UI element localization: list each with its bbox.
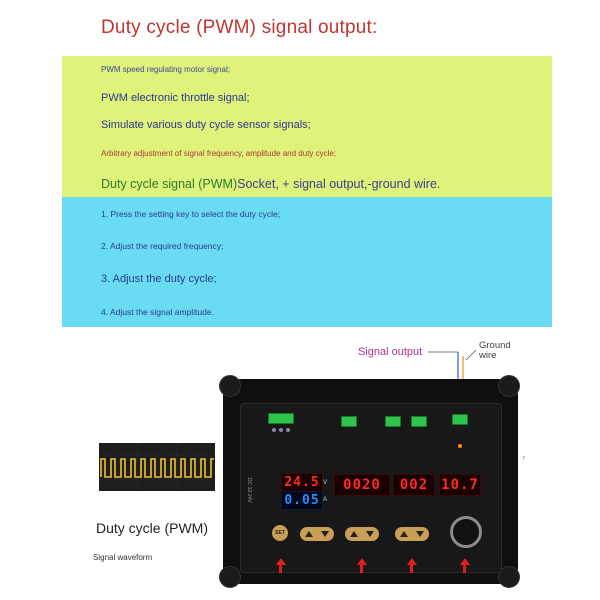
ground-wire-label-line1: Ground — [479, 340, 511, 351]
terminal-block[interactable] — [385, 416, 401, 427]
duty-cycle-display: 002 — [393, 474, 435, 496]
pointer-arrow-stem — [279, 565, 282, 573]
pointer-arrow-icon — [407, 558, 417, 565]
signal-waveform-image — [99, 443, 215, 491]
pointer-arrow-icon — [276, 558, 286, 565]
input-voltage-label: DC 12-24V — [246, 478, 252, 503]
pointer-arrow-stem — [360, 565, 363, 573]
signal-waveform-label: Signal waveform — [93, 553, 153, 562]
duty-up-down-buttons[interactable] — [395, 527, 429, 541]
up-arrow-icon — [305, 531, 313, 537]
device-corner-bumper — [219, 566, 241, 588]
down-arrow-icon — [416, 531, 424, 537]
up-arrow-icon — [400, 531, 408, 537]
terminal-block[interactable] — [268, 413, 294, 424]
duty-cycle-label: Duty cycle (PWM) — [96, 520, 208, 536]
signal-output-label: Signal output — [358, 346, 423, 358]
waveform-graphic — [99, 443, 215, 491]
down-arrow-icon — [366, 531, 374, 537]
features-panel — [62, 56, 552, 197]
pointer-arrow-icon — [460, 558, 470, 565]
pointer-arrow-stem — [463, 565, 466, 573]
frequency-display: 0020 — [334, 474, 390, 496]
step-line: 4. Adjust the signal amplitude. — [101, 307, 214, 317]
feature-line: Arbitrary adjustment of signal frequency… — [101, 149, 337, 158]
pwm-square-wave — [100, 458, 214, 478]
current-display: 0.05 — [281, 491, 323, 510]
feature-line: Simulate various duty cycle sensor signa… — [101, 119, 311, 131]
pointer-arrow-stem — [410, 565, 413, 573]
device-corner-bumper — [498, 566, 520, 588]
stray-mark: r — [523, 455, 526, 462]
step-line: 1. Press the setting key to select the d… — [101, 209, 281, 219]
down-arrow-icon — [321, 531, 329, 537]
voltage-display: 24.5 — [281, 473, 323, 492]
feature-line: PWM speed regulating motor signal; — [101, 65, 230, 74]
socket-line-prefix: Duty cycle signal (PWM) — [101, 177, 238, 191]
steps-panel — [62, 197, 552, 327]
step-line: 3. Adjust the duty cycle; — [101, 273, 217, 285]
step-line: 2. Adjust the required frequency; — [101, 241, 224, 251]
terminal-screw — [272, 428, 276, 432]
pointer-arrow-icon — [357, 558, 367, 565]
terminal-block[interactable] — [411, 416, 427, 427]
voltage-unit: V — [323, 480, 328, 486]
socket-line-suffix: Socket, + signal output,-ground wire. — [237, 177, 441, 191]
terminal-screw — [279, 428, 283, 432]
amplitude-knob[interactable] — [450, 516, 482, 548]
device-corner-bumper — [498, 375, 520, 397]
amplitude-display: 10.7 — [439, 474, 481, 496]
page-title: Duty cycle (PWM) signal output: — [101, 17, 378, 38]
set-button[interactable]: SET — [272, 525, 288, 541]
frequency-up-down-buttons[interactable] — [345, 527, 379, 541]
terminal-block[interactable] — [341, 416, 357, 427]
up-arrow-icon — [350, 531, 358, 537]
feature-line: PWM electronic throttle signal; — [101, 92, 250, 104]
ground-wire-label-line2: wire — [479, 350, 497, 361]
ground-leader-line — [465, 349, 477, 361]
up-down-button-pair[interactable] — [300, 527, 334, 541]
indicator-led — [458, 444, 462, 448]
current-unit: A — [323, 497, 328, 503]
socket-line: Duty cycle signal (PWM)Socket, + signal … — [101, 177, 440, 191]
pwm-socket[interactable] — [452, 414, 468, 425]
device-corner-bumper — [219, 375, 241, 397]
terminal-screw — [286, 428, 290, 432]
